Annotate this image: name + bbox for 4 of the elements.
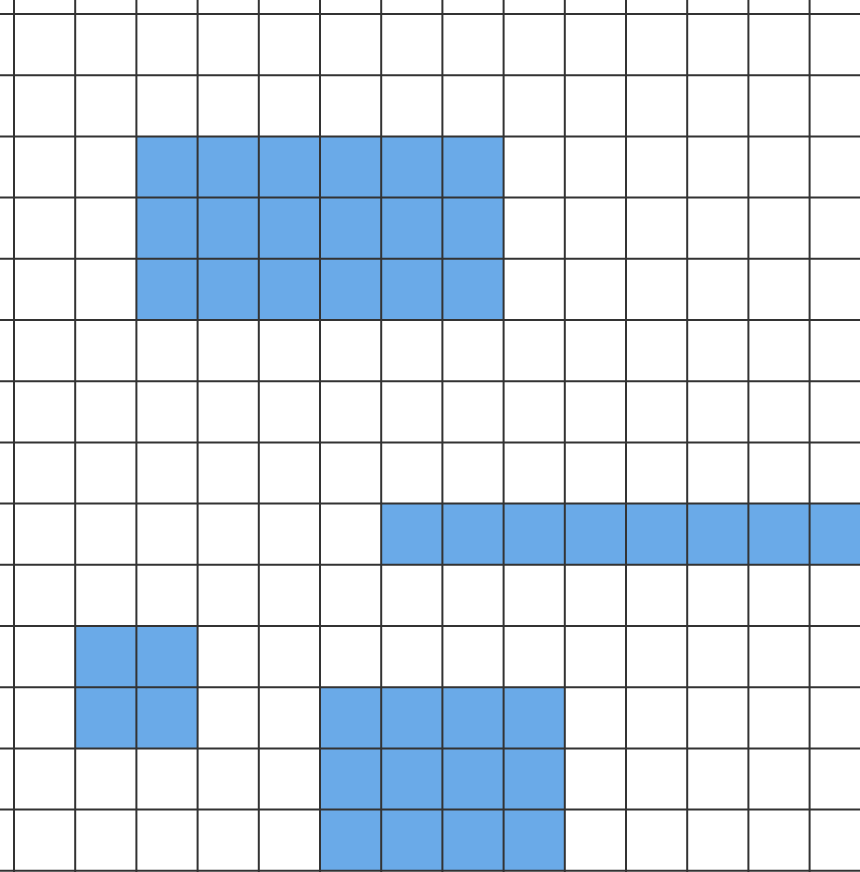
shaded-block <box>320 687 565 871</box>
shaded-block <box>75 626 198 749</box>
shaded-block <box>381 503 860 565</box>
shaded-block <box>136 136 504 320</box>
